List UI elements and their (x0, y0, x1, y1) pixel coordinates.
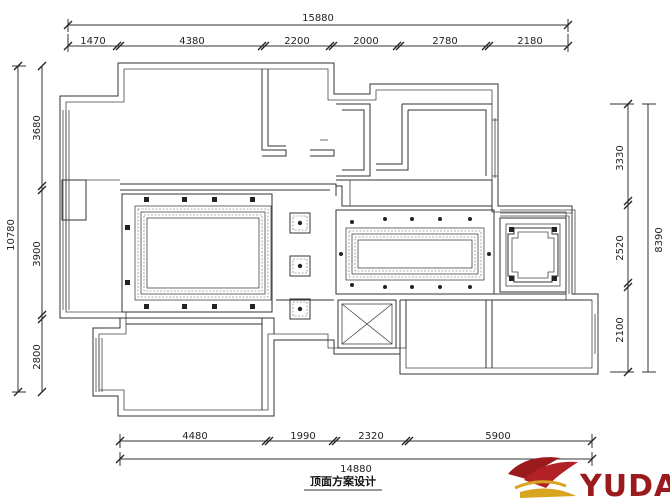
left-segment-3: 2800 (32, 344, 43, 369)
yuda-logo-text: YUDA (579, 469, 670, 500)
left-window (62, 110, 70, 310)
top-segment-ticks (63, 34, 573, 52)
right-dimension-chain: 3330 2520 2100 8390 (610, 99, 665, 377)
right-lower-window (594, 314, 599, 354)
dining-ceiling-panel (335, 209, 495, 295)
bottom-dimension-chain: 4480 1990 2320 5900 14880 (115, 431, 597, 475)
top-segment-5: 2780 (432, 36, 457, 47)
top-dimension-chain: 15880 1470 4380 2200 2000 2780 2180 (63, 13, 573, 52)
left-total-label: 10780 (6, 219, 17, 251)
exterior-wall (59, 62, 599, 417)
bottom-segment-4: 5900 (485, 431, 510, 442)
yuda-emblem-icon (508, 457, 578, 498)
right-upper-window (494, 118, 499, 178)
corridor-light-squares (289, 212, 311, 320)
living-ceiling-panel (121, 193, 273, 313)
top-segment-1: 1470 (80, 36, 105, 47)
right-segment-3: 2100 (615, 317, 626, 342)
bottom-segment-1: 4480 (182, 431, 207, 442)
elevator-shaft (337, 299, 397, 349)
right-segment-2: 2520 (615, 235, 626, 260)
top-segment-2: 4380 (179, 36, 204, 47)
top-segment-4: 2000 (353, 36, 378, 47)
drawing-caption: 顶面方案设计 (304, 474, 382, 491)
left-segment-1: 3680 (32, 115, 43, 140)
right-total-label: 8390 (654, 227, 665, 252)
top-total-label: 15880 (302, 13, 334, 24)
octagon-ceiling-panel (499, 217, 567, 293)
right-segment-1: 3330 (615, 145, 626, 170)
downlights-dining (339, 217, 491, 289)
yuda-logo: YUDA (508, 457, 670, 500)
top-segment-6: 2180 (517, 36, 542, 47)
downlights-living (125, 197, 255, 309)
floor-plan (59, 62, 599, 417)
right-bay-window (500, 209, 576, 294)
bottom-total-label: 14880 (340, 464, 372, 475)
bottom-segment-3: 2320 (358, 431, 383, 442)
left-segment-2: 3900 (32, 241, 43, 266)
lower-left-window (95, 338, 103, 392)
caption-text: 顶面方案设计 (310, 474, 376, 488)
top-segment-3: 2200 (284, 36, 309, 47)
left-dimension-chain: 10780 3680 3900 2800 (6, 61, 47, 397)
bottom-segment-2: 1990 (290, 431, 315, 442)
